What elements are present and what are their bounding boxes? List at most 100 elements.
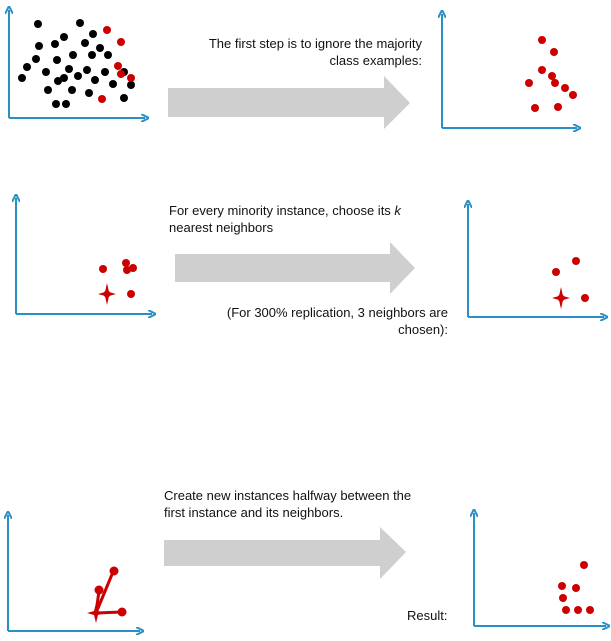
minority-points [558,561,594,614]
result-label: Result: [407,608,448,623]
minority-point [127,74,135,82]
axes [468,204,604,317]
step1-line1: The first step is to ignore the majority [208,36,422,51]
majority-point [65,65,73,73]
plot-1-all-data [9,10,145,118]
plot-1-minority-only [442,14,577,128]
arrow-1 [168,76,410,129]
step3-line1: Create new instances halfway between the [164,488,412,503]
plot-2-neighbors-right [468,204,604,317]
minority-point [103,26,111,34]
selected-instance-star [98,283,116,305]
minority-point [94,585,104,595]
step3-line2: first instance and its neighbors. [164,505,344,520]
minority-points [525,36,577,112]
majority-point [18,74,26,82]
minority-point [99,265,107,273]
majority-point [85,89,93,97]
plot-2-neighbors-left [16,198,152,314]
minority-point [569,91,577,99]
majority-point [52,100,60,108]
majority-point [109,80,117,88]
majority-point [104,51,112,59]
minority-point [574,606,582,614]
majority-points [18,19,135,108]
minority-point [586,606,594,614]
step1-line2: class examples: [329,53,422,68]
majority-point [83,66,91,74]
minority-point [552,268,560,276]
majority-point [96,44,104,52]
minority-point [129,264,137,272]
majority-point [91,76,99,84]
step2-note-line1: (For 300% replication, 3 neighbors are [226,305,448,320]
minority-points [98,26,135,103]
minority-point [122,259,130,267]
minority-point [554,103,562,111]
majority-point [60,74,68,82]
majority-point [76,19,84,27]
axes [9,10,145,118]
minority-point [117,70,125,78]
majority-point [53,56,61,64]
majority-point [101,68,109,76]
majority-point [81,39,89,47]
plot-3-result [474,513,606,626]
step3-text: Create new instances halfway between the… [164,487,464,521]
minority-points [94,566,127,617]
majority-point [60,33,68,41]
majority-point [89,30,97,38]
arrow-2 [175,242,415,294]
majority-point [557,294,565,302]
majority-point [32,55,40,63]
majority-point [69,51,77,59]
majority-point [23,63,31,71]
minority-point [117,607,127,617]
majority-point [34,20,42,28]
minority-point [538,36,546,44]
selected-instance-star [87,603,105,623]
majority-point [120,94,128,102]
majority-point [54,77,62,85]
step2-text: For every minority instance, choose its … [169,202,469,236]
majority-point [74,72,82,80]
majority-point [42,68,50,76]
step2-note: (For 300% replication, 3 neighbors are c… [178,304,448,338]
minority-point [562,606,570,614]
minority-point [109,566,119,576]
minority-point [551,79,559,87]
axes [16,198,152,314]
minority-point [114,62,122,70]
majority-point [103,290,111,298]
minority-points [99,259,137,298]
minority-point [98,95,106,103]
minority-point [580,561,588,569]
arrow-3 [164,527,406,579]
axes [442,14,577,128]
majority-point [44,86,52,94]
minority-point [525,79,533,87]
minority-point [558,582,566,590]
majority-point [68,86,76,94]
minority-point [531,104,539,112]
majority-point [35,42,43,50]
minority-points [552,257,589,302]
minority-point [572,257,580,265]
k-variable: k [394,203,401,218]
selected-instance-star [552,287,570,309]
majority-point [127,81,135,89]
minority-point [572,584,580,592]
axes [8,515,140,631]
minority-point [117,38,125,46]
minority-point [548,72,556,80]
majority-point [88,51,96,59]
majority-point [62,100,70,108]
minority-point [559,594,567,602]
step2-line1: For every minority instance, choose its … [169,203,401,218]
step2-line2: nearest neighbors [169,220,274,235]
majority-point [51,40,59,48]
minority-point [561,84,569,92]
step1-text: The first step is to ignore the majority… [160,35,422,69]
axes [474,513,606,626]
